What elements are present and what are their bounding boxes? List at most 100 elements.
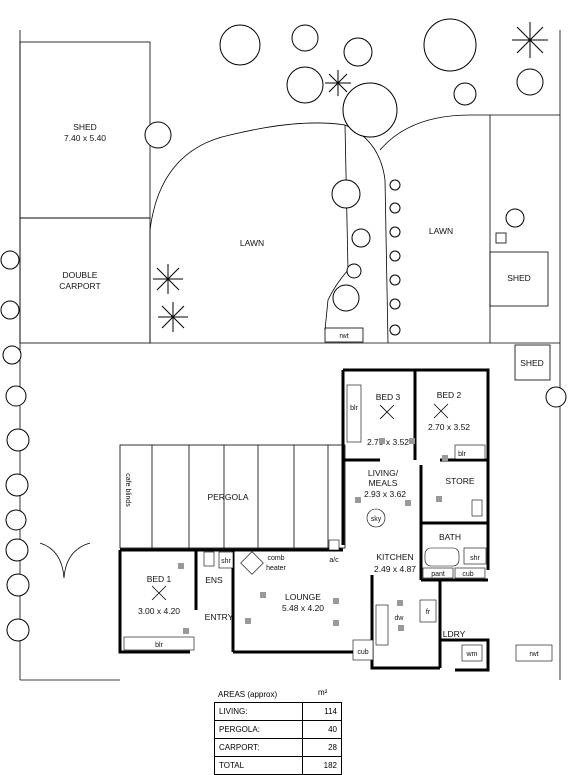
tree [144,121,172,149]
area-value: 28 [301,738,343,757]
tree [453,82,477,106]
area-label: TOTAL [214,756,303,775]
pergola [119,444,346,549]
blr-bed1-label: blr [155,642,163,649]
rwt-top-label: rwt [339,333,348,340]
light-point [260,592,266,598]
area-label: LIVING: [214,702,303,721]
shrub [389,179,401,191]
cupboard-lounge [352,639,374,661]
bed3-dimensions: 2.70 x 3.52 [367,437,409,447]
kitchen-label: KITCHEN [376,552,413,562]
hedge-left [0,250,30,642]
trees [144,18,567,408]
wall-south [233,650,440,670]
lawn-right-curve [379,114,490,151]
areas-unit: m² [318,688,328,697]
light-point [379,438,385,444]
small-box [495,232,507,244]
table-row: PERGOLA: 40 [214,720,343,739]
shed-small-1-label: SHED [507,273,531,283]
store-label: STORE [445,476,474,486]
shrub [5,538,29,562]
light-point [436,496,442,502]
light-point [183,628,189,634]
wall-north [343,368,490,460]
light-point [398,625,404,631]
tree [219,24,261,66]
areas-table: LIVING: 114 PERGOLA: 40 CARPORT: 28 TOTA… [214,702,343,775]
rwt-bottom-label: rwt [529,651,538,658]
table-row: LIVING: 114 [214,702,343,721]
bed2-dimensions: 2.70 x 3.52 [428,422,470,432]
light-point [409,438,415,444]
lawn-left-boundary [149,122,389,344]
ceiling-fan-icon [379,404,395,420]
skylight [366,508,386,528]
light-point [405,500,411,506]
light-point [442,455,448,461]
area-value: 114 [301,702,343,721]
kitchen-dimensions: 2.49 x 4.87 [374,564,416,574]
area-label: CARPORT: [214,738,303,757]
shed-small-2 [514,344,551,381]
cupboard-kitchen [454,567,486,579]
shrub [0,250,20,270]
pantry [422,567,454,579]
shrub [389,226,401,238]
pant-label: pant [431,571,445,578]
dw-label: dw [395,615,405,622]
tree [331,179,361,209]
shrub [5,385,27,407]
light-point [178,563,184,569]
shower-bath [463,547,487,565]
wall-bed1 [118,550,190,654]
wm-label: wm [466,651,478,658]
toilet-ensuite [203,551,215,567]
bed3-label: BED 3 [376,392,401,402]
built-in-robe-bed1 [123,636,195,651]
double-carport-label-1: DOUBLE [63,270,98,280]
blr-bed3-label: blr [350,405,358,412]
toilet [471,499,483,517]
shrub [6,618,30,642]
bath-label: BATH [439,532,461,542]
light-point [333,620,339,626]
area-value: 40 [301,720,343,739]
ens-label: ENS [205,575,223,585]
hedge-path [389,179,401,336]
ac-label: a/c [329,557,339,564]
cooktop [375,604,389,646]
living-meals-label-1: LIVING/ [368,468,399,478]
areas-title: AREAS (approx) [218,690,278,699]
fr-label: fr [426,609,431,616]
ldry-label: LDRY [443,629,466,639]
shrub [5,473,29,497]
shr-bath-label: shr [470,555,480,562]
tree [332,284,360,312]
table-row: TOTAL 182 [214,756,343,775]
house-walls [118,368,490,672]
lounge-label: LOUNGE [285,592,321,602]
comb-heater-label-2: heater [266,565,287,572]
tree [505,208,525,228]
pergola-label: PERGOLA [207,492,248,502]
shrub [389,274,401,286]
light-points [178,438,448,634]
tree [286,66,324,104]
shed-large-dimensions: 7.40 x 5.40 [64,133,106,143]
bed2-label: BED 2 [437,390,462,400]
area-label: PERGOLA: [214,720,303,739]
blr-bed2-label: blr [458,451,466,458]
cub-lounge-label: cub [357,649,368,656]
gate-arcs [39,542,91,579]
tree [423,18,477,72]
washing-machine [461,644,483,662]
shrub [5,509,27,531]
tree [545,386,567,408]
ac-unit [328,539,340,551]
shr-ens-label: shr [221,558,231,565]
ceiling-fan-icon [433,403,449,419]
lawn-right-label: LAWN [429,226,453,236]
